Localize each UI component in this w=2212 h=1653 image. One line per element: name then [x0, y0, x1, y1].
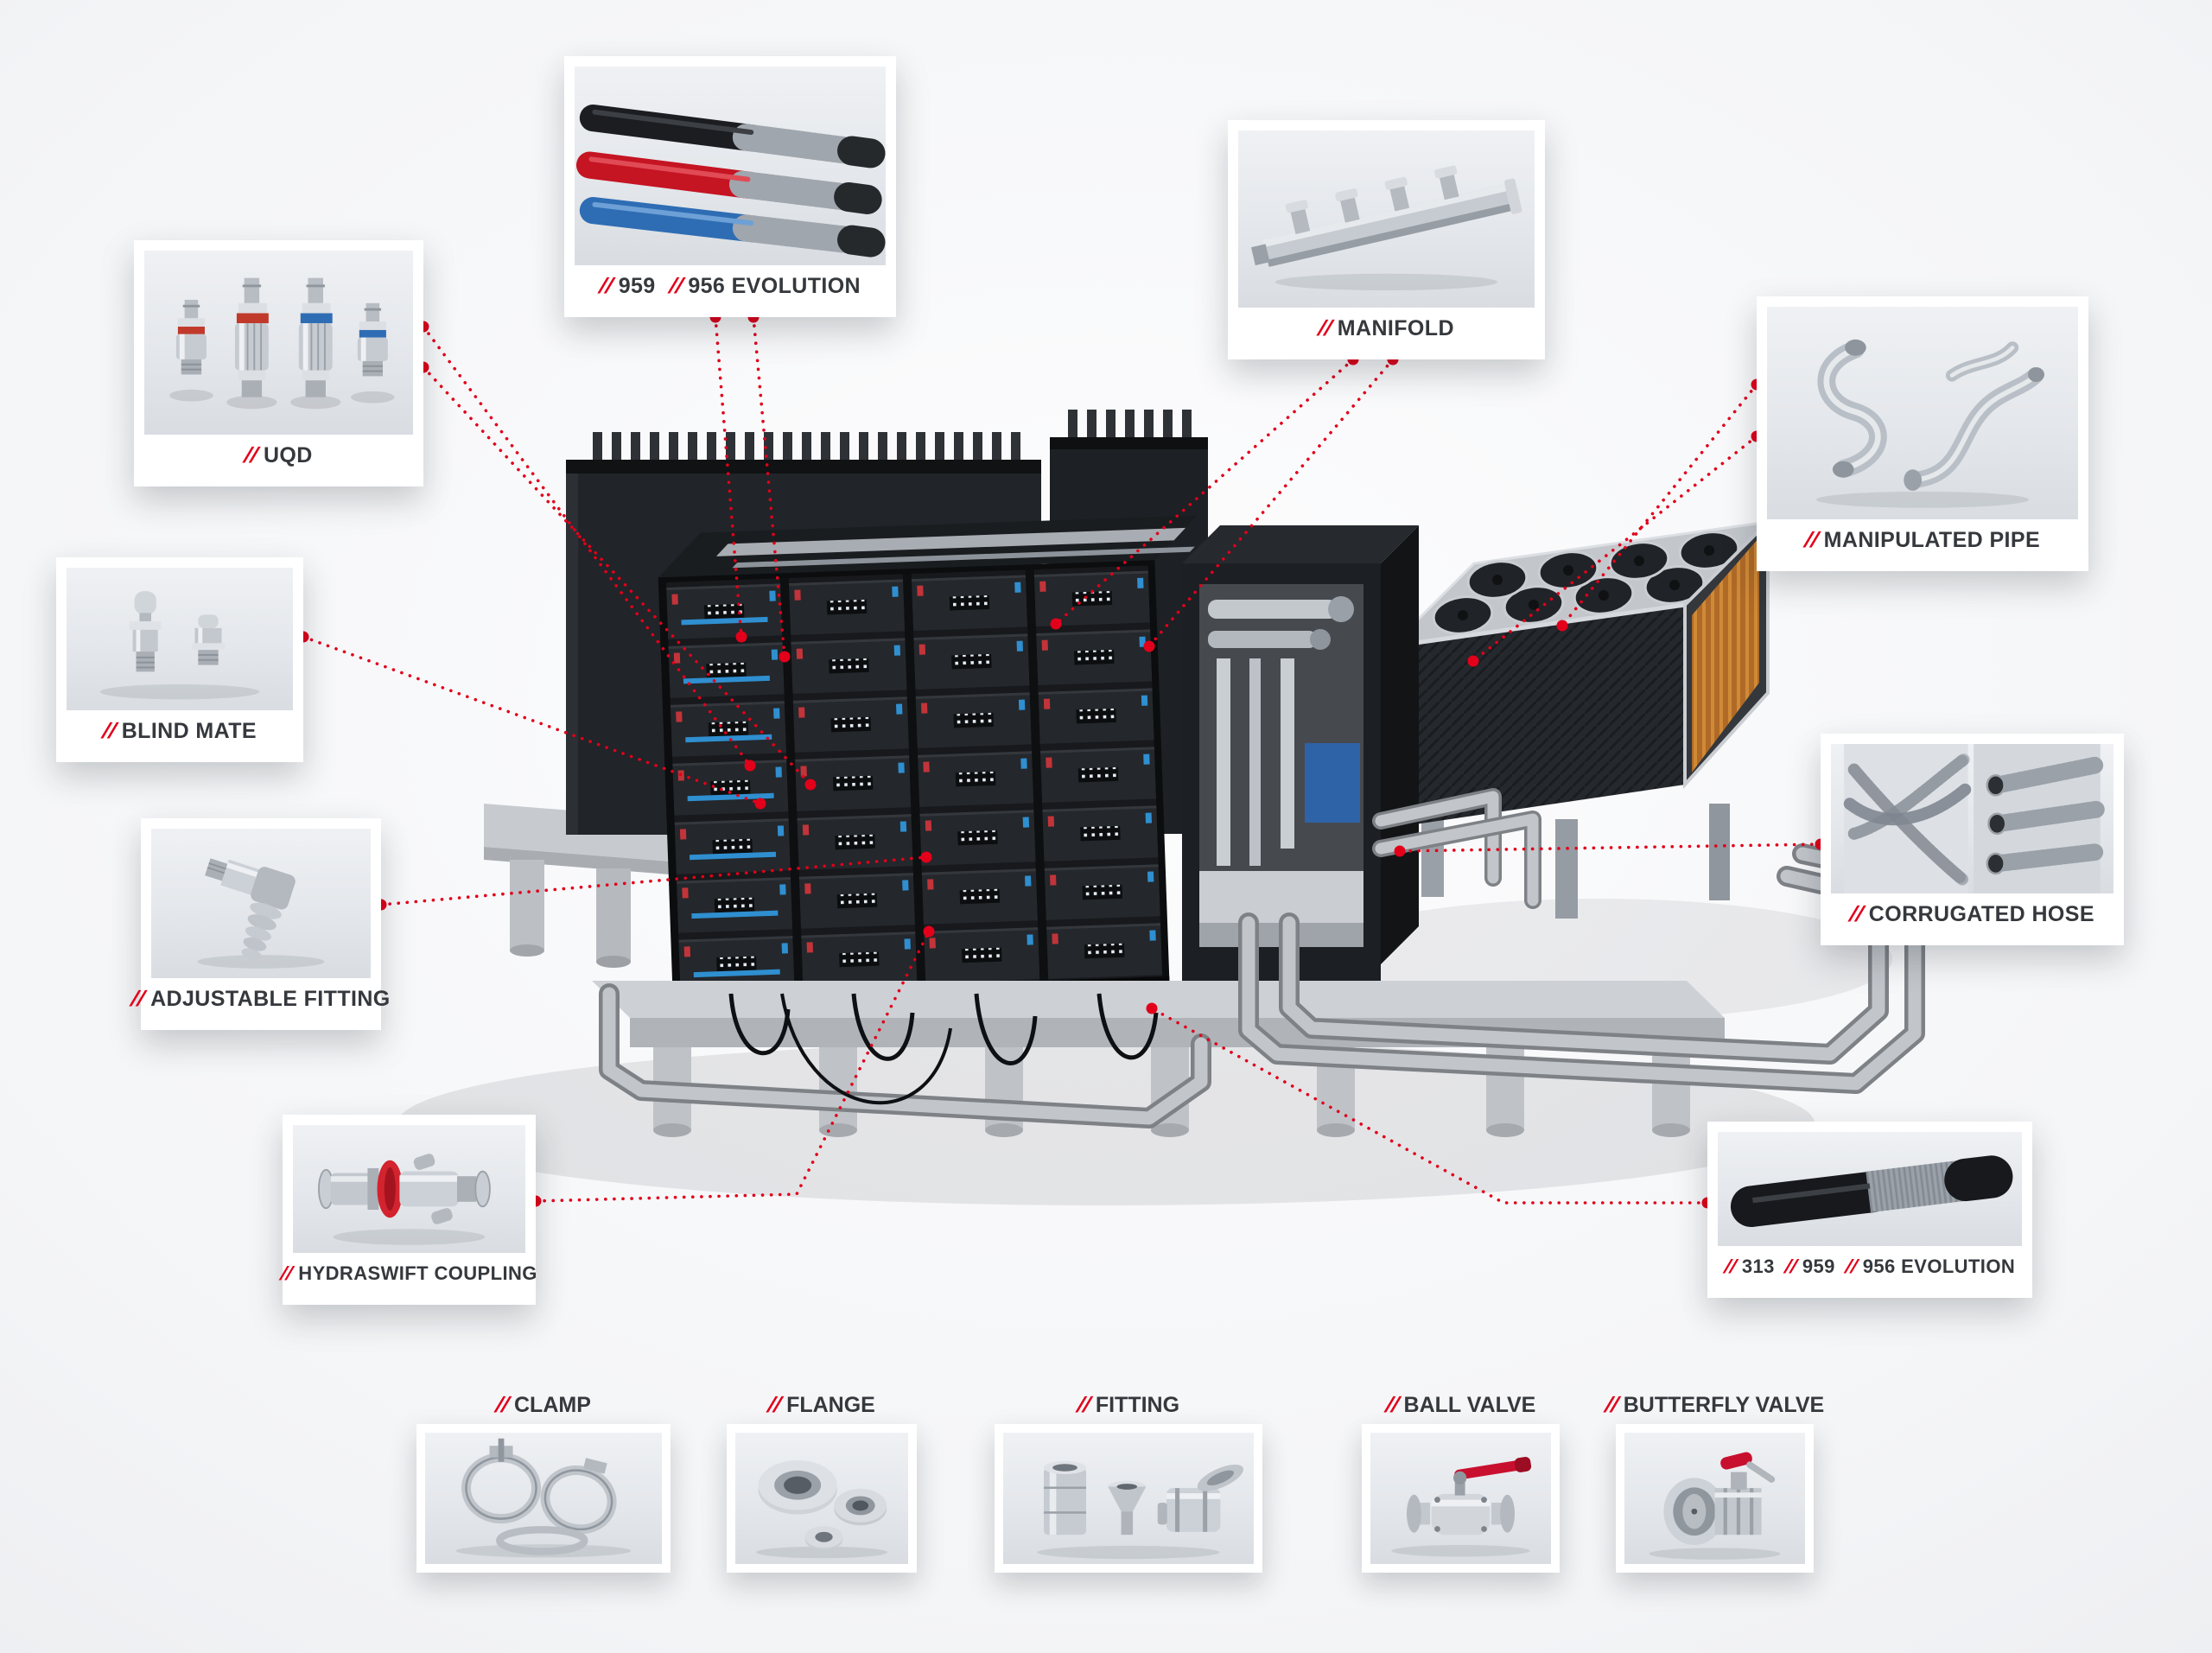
callout-label-fitting: //FITTING — [995, 1386, 1262, 1424]
callout-card-hydraswift[interactable]: //HYDRASWIFT COUPLING — [279, 1115, 537, 1305]
label-text: FITTING — [1095, 1392, 1180, 1417]
hoses-959-956-photo — [575, 67, 886, 265]
callout-label-adjustable-fitting: //ADJUSTABLE FITTING — [130, 978, 391, 1020]
callout-label-uqd: //UQD — [144, 435, 413, 476]
slash-prefix: // — [1382, 1392, 1401, 1417]
callout-label-hose-313: //313 //959 //956 EVOLUTION — [1718, 1246, 2022, 1287]
fitting-photo — [1003, 1433, 1254, 1564]
red-knob-handle — [1720, 1452, 1752, 1470]
slash-prefix: // — [666, 273, 685, 298]
callout-label-flange: //FLANGE — [727, 1386, 917, 1424]
slash-prefix: // — [1602, 1392, 1620, 1417]
label-text: BUTTERFLY VALVE — [1623, 1392, 1825, 1417]
slash-prefix: // — [242, 442, 261, 467]
label-text: CORRUGATED HOSE — [1868, 901, 2094, 926]
label-text: CLAMP — [514, 1392, 591, 1417]
callout-card-hoses-top[interactable]: //959 //956 EVOLUTION — [564, 56, 896, 317]
label-text: BLIND MATE — [121, 718, 257, 743]
slash-prefix: // — [100, 718, 118, 743]
slash-prefix: // — [1722, 1256, 1738, 1277]
front-server-racks — [658, 515, 1198, 1004]
butterfly-valve-photo — [1624, 1433, 1805, 1564]
label-text: 959 — [618, 273, 656, 298]
clamp-photo — [425, 1433, 662, 1564]
ball-valve-photo — [1370, 1433, 1551, 1564]
corrugated-hose-photo — [1831, 744, 2113, 893]
label-text: 313 — [1741, 1256, 1775, 1277]
dry-cooler-unit — [1387, 518, 1772, 919]
label-text: ADJUSTABLE FITTING — [150, 986, 391, 1011]
callout-card-corrugated-hose[interactable]: //CORRUGATED HOSE — [1821, 734, 2124, 945]
callout-card-flange[interactable]: //FLANGE — [727, 1386, 917, 1573]
red-lever-handle — [1454, 1457, 1532, 1480]
callout-card-hose-313[interactable]: //313 //959 //956 EVOLUTION — [1707, 1122, 2032, 1298]
coolant-piping — [599, 788, 1925, 1128]
slash-prefix: // — [1783, 1256, 1799, 1277]
uqd-coupler-large-red — [234, 277, 269, 397]
callout-label-ball-valve: //BALL VALVE — [1362, 1386, 1560, 1424]
uqd-coupler-large-blue — [298, 277, 333, 397]
callout-card-fitting[interactable]: //FITTING — [995, 1386, 1262, 1573]
callout-label-manipulated-pipe: //MANIPULATED PIPE — [1767, 519, 2078, 561]
blind-mate-left — [129, 591, 162, 672]
label-text: FLANGE — [786, 1392, 875, 1417]
slash-prefix: // — [1847, 901, 1866, 926]
callout-label-blind-mate: //BLIND MATE — [67, 710, 293, 752]
label-text: MANIPULATED PIPE — [1823, 527, 2041, 552]
slash-prefix: // — [1316, 315, 1334, 340]
callout-card-adjustable-fitting[interactable]: //ADJUSTABLE FITTING — [130, 818, 391, 1030]
label-text: 956 EVOLUTION — [1862, 1256, 2016, 1277]
manifold-photo — [1238, 130, 1535, 308]
adjustable-fitting-body — [205, 858, 296, 961]
slash-prefix: // — [766, 1392, 784, 1417]
callout-label-hoses-top: //959 //956 EVOLUTION — [575, 265, 886, 307]
blind-mate-right — [191, 614, 226, 665]
slash-prefix: // — [597, 273, 615, 298]
adjustable-fitting-photo — [151, 829, 371, 978]
callout-card-manifold[interactable]: //MANIFOLD — [1228, 120, 1545, 359]
slash-prefix: // — [1075, 1392, 1092, 1417]
slash-prefix: // — [129, 986, 148, 1011]
callout-label-hydraswift: //HYDRASWIFT COUPLING — [279, 1253, 537, 1294]
slash-prefix: // — [493, 1392, 512, 1417]
callout-card-blind-mate[interactable]: //BLIND MATE — [56, 557, 303, 762]
callout-card-clamp[interactable]: //CLAMP — [416, 1386, 671, 1573]
callout-card-ball-valve[interactable]: //BALL VALVE — [1362, 1386, 1560, 1573]
label-text: 956 EVOLUTION — [688, 273, 861, 298]
uqd-coupler-small-red — [175, 299, 207, 375]
callout-label-manifold: //MANIFOLD — [1238, 308, 1535, 349]
label-text: BALL VALVE — [1403, 1392, 1536, 1417]
manifold-bar — [1250, 165, 1522, 267]
slash-prefix: // — [1843, 1256, 1859, 1277]
hydraswift-coupling-photo — [293, 1125, 525, 1253]
callout-card-butterfly-valve[interactable]: //BUTTERFLY VALVE — [1603, 1386, 1824, 1573]
blade-status-bars — [681, 616, 780, 978]
label-text: HYDRASWIFT COUPLING — [298, 1262, 537, 1284]
uqd-couplings-photo — [144, 251, 413, 435]
label-text: MANIFOLD — [1337, 315, 1454, 340]
label-text: 959 — [1802, 1256, 1835, 1277]
slash-prefix: // — [278, 1262, 296, 1284]
callout-label-butterfly-valve: //BUTTERFLY VALVE — [1603, 1386, 1824, 1424]
manipulated-pipe-photo — [1767, 307, 2078, 519]
label-text: UQD — [263, 442, 313, 467]
callout-card-uqd[interactable]: //UQD — [134, 240, 423, 486]
flange-photo — [735, 1433, 908, 1564]
hose-313-photo — [1718, 1132, 2022, 1246]
rack-hoses — [728, 993, 1159, 1105]
blind-mate-couplings-photo — [67, 568, 293, 710]
callout-label-corrugated-hose: //CORRUGATED HOSE — [1831, 893, 2113, 935]
slash-prefix: // — [1802, 527, 1821, 552]
uqd-coupler-small-blue — [357, 302, 388, 377]
callout-card-manipulated-pipe[interactable]: //MANIPULATED PIPE — [1757, 296, 2088, 571]
callout-label-clamp: //CLAMP — [416, 1386, 671, 1424]
